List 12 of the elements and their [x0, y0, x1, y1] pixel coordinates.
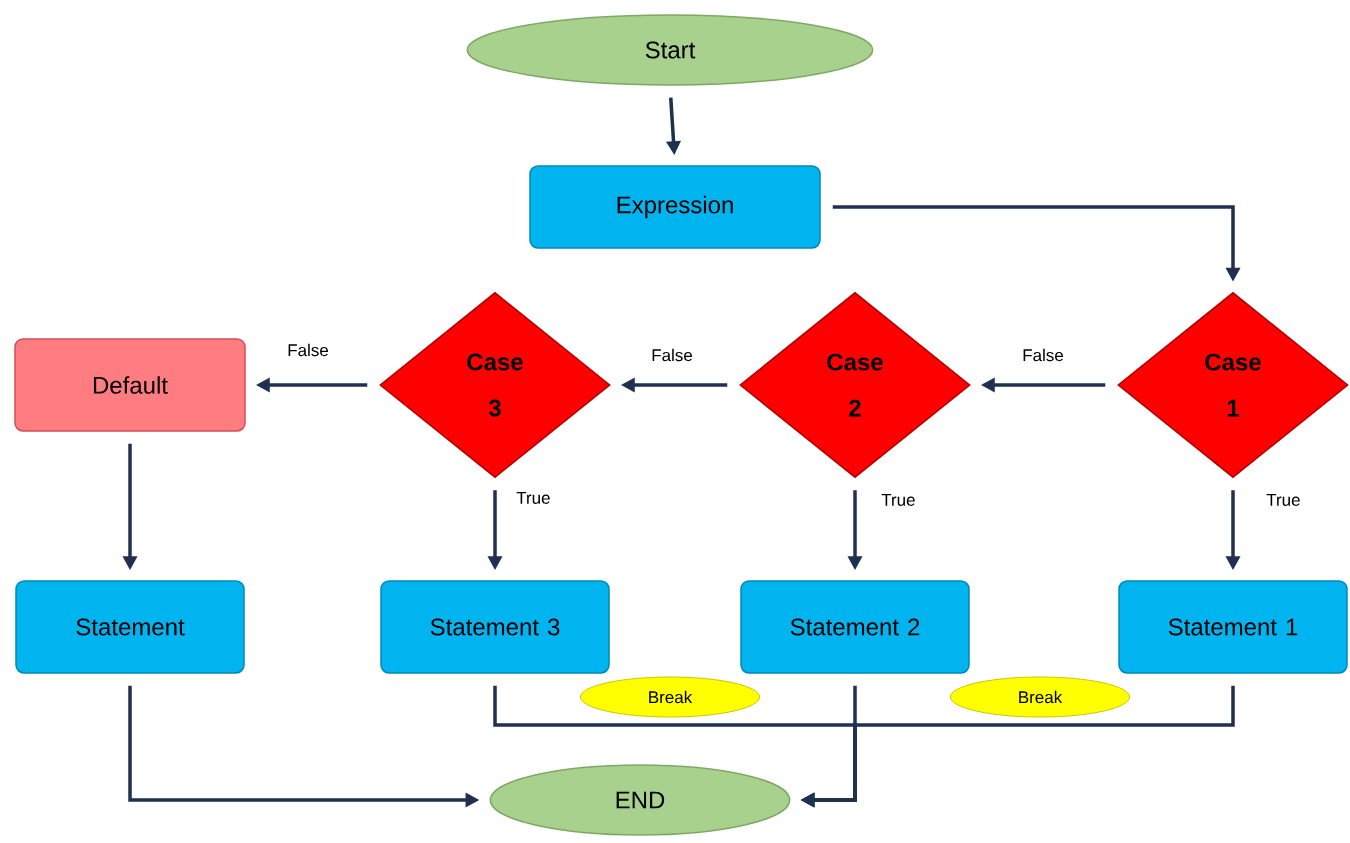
process-box: Statement 1 [1118, 580, 1348, 674]
process-box: Statement [15, 580, 245, 674]
process-box: Expression [529, 165, 821, 249]
process-box: Statement 2 [740, 580, 970, 674]
edge-label: False [652, 348, 693, 362]
edge-label: False [288, 343, 329, 357]
edge-label: True [1266, 494, 1300, 506]
default-box: Default [14, 338, 246, 432]
process-box: Statement 3 [380, 580, 610, 674]
edge-label: True [881, 494, 915, 506]
edge-label: False [1023, 348, 1064, 362]
edge-label: True [516, 492, 550, 504]
